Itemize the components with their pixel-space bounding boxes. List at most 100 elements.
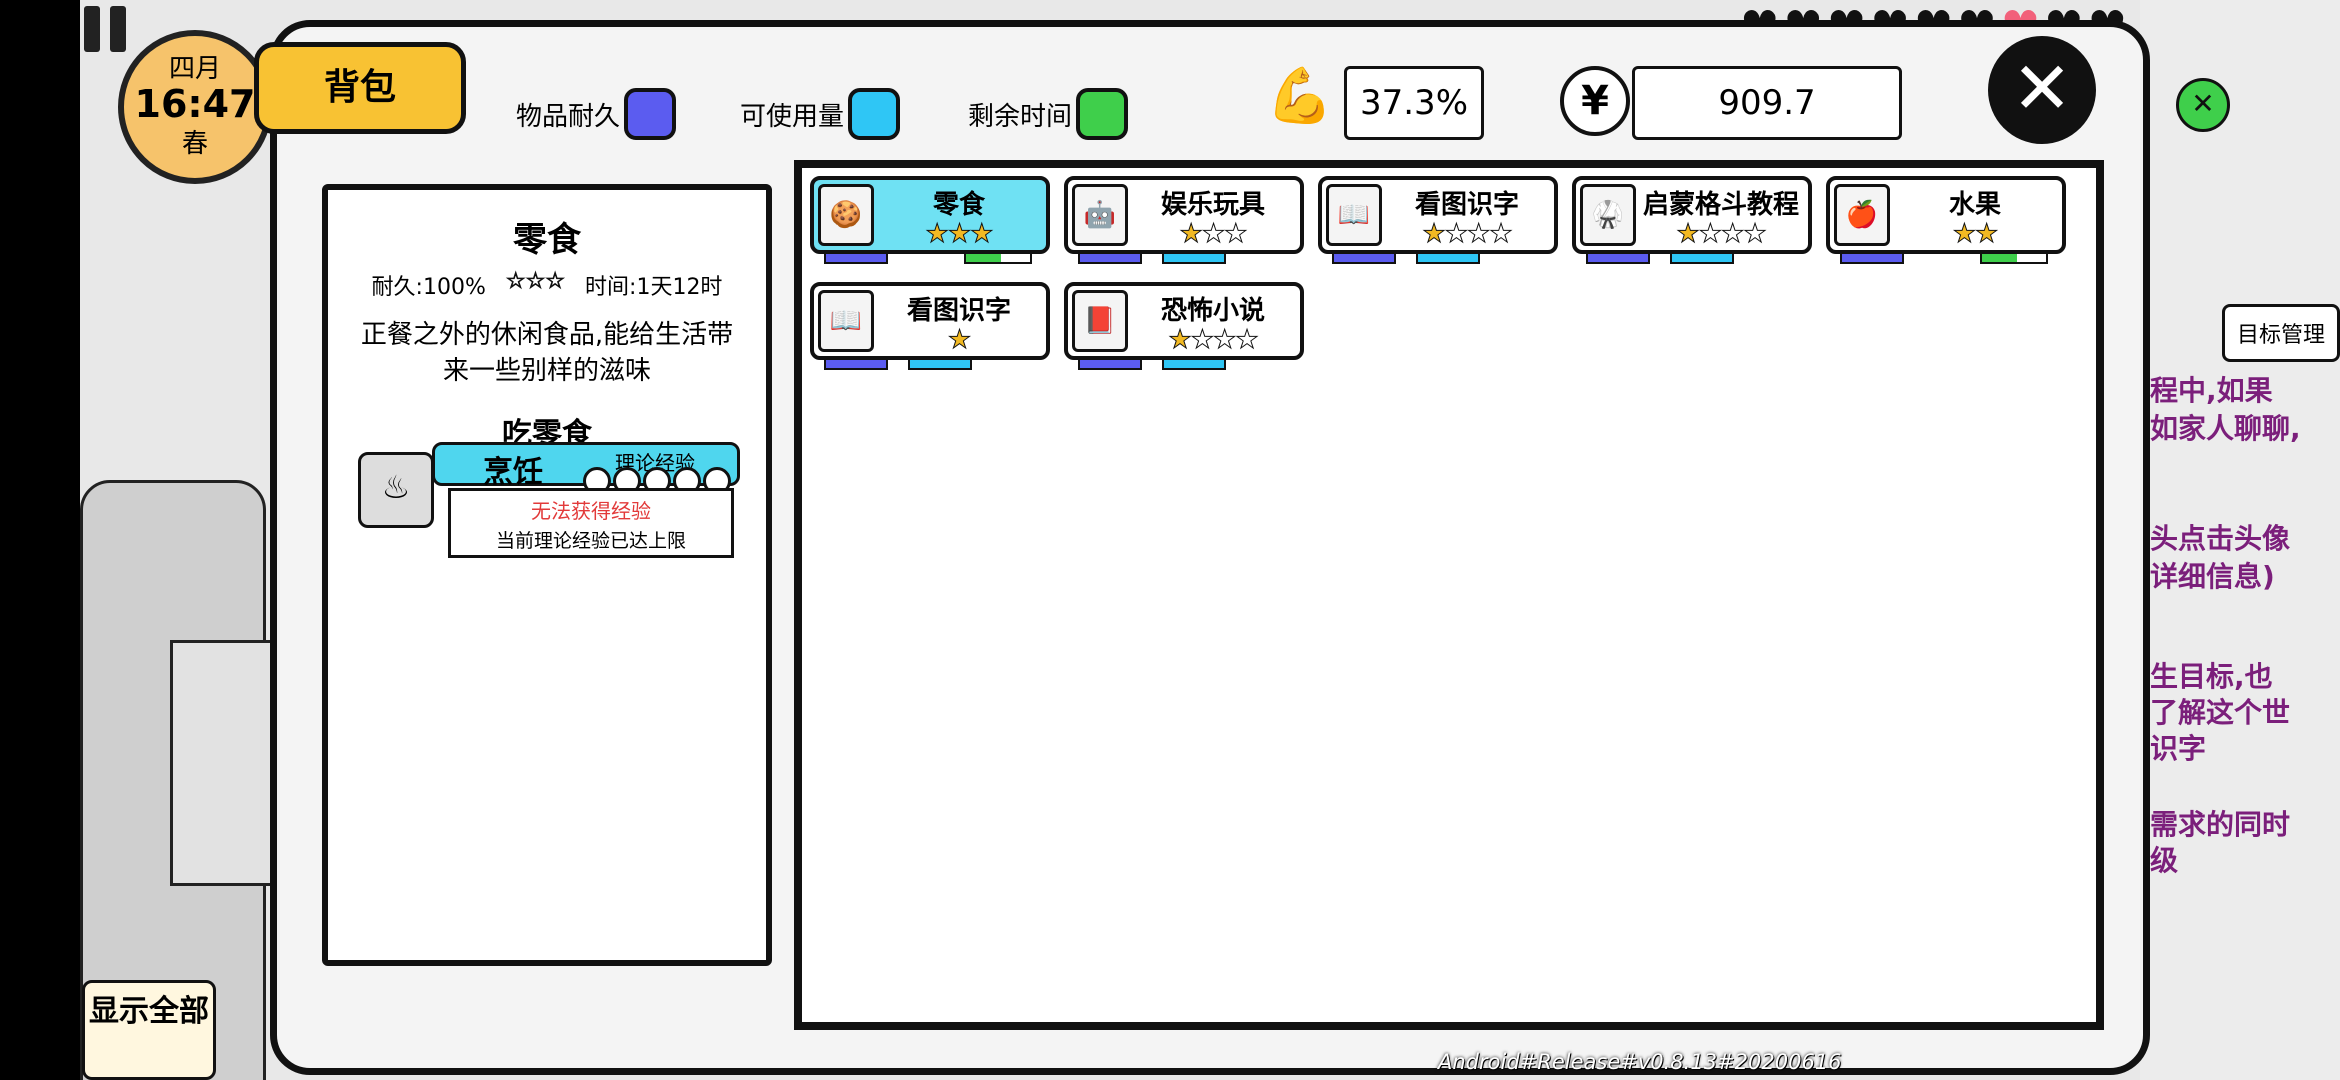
star-icon: ★ — [1224, 219, 1248, 249]
star-icon: ★ — [925, 219, 949, 249]
item-name: 看图识字 — [1414, 190, 1519, 220]
story-text: 头点击头像 — [2150, 522, 2291, 555]
skill-bar: 烹饪 理论经验 — [432, 442, 740, 495]
star-icon: ★ — [947, 325, 971, 355]
legend-swatch — [848, 88, 901, 140]
item-name: 零食 — [932, 190, 985, 220]
horror-novel-icon: 📕 — [1072, 290, 1128, 352]
item-dur-bar — [1078, 252, 1142, 264]
pause-bar-icon — [110, 6, 126, 52]
game-clock: 四月 16:47 春 — [118, 30, 272, 184]
item-use-bar — [1670, 252, 1734, 264]
item-stars: ★★★★ — [1130, 325, 1296, 355]
legend-label: 物品耐久 — [516, 101, 621, 132]
pause-button[interactable] — [84, 6, 152, 58]
apple-icon: 🍎 — [1834, 184, 1890, 246]
story-text: 程中,如果 — [2150, 374, 2273, 407]
item-card[interactable]: 🍪零食★★★ — [810, 176, 1050, 264]
goal-management-button[interactable]: 目标管理 — [2222, 304, 2340, 362]
item-stars: ★★ — [1892, 219, 2058, 249]
item-use-bar — [908, 358, 972, 370]
item-stars: ★★★★ — [1384, 219, 1550, 249]
story-text: 了解这个世 — [2150, 696, 2291, 729]
toy-figure-icon: 🤖 — [1072, 184, 1128, 246]
strength-value: 37.3% — [1344, 66, 1484, 140]
star-icon: ★ — [947, 219, 971, 249]
story-text: 级 — [2150, 844, 2179, 877]
item-stars: ★★★ — [876, 219, 1042, 249]
item-dur-bar — [824, 252, 888, 264]
star-outline-icon: ☆☆☆ — [505, 269, 566, 295]
detail-durability: 耐久:100% — [371, 275, 486, 300]
legend-swatch — [624, 88, 677, 140]
item-name: 水果 — [1948, 190, 2001, 220]
story-text: 生目标,也 — [2150, 660, 2273, 693]
close-button[interactable]: ✕ — [1988, 36, 2096, 144]
item-card[interactable]: 🍎 水果★★ — [1826, 176, 2066, 264]
star-icon: ★ — [1212, 325, 1236, 355]
skill-name: 烹饪 — [483, 455, 543, 490]
exp-note: 当前理论经验已达上限 — [495, 530, 686, 552]
star-icon: ★ — [1676, 219, 1700, 249]
item-detail-panel: 零食 耐久:100% ☆☆☆ 时间:1天12时 正餐之外的休闲食品,能给生活带来… — [322, 184, 772, 966]
picture-book-icon: 📖 — [818, 290, 874, 352]
exp-notice: 无法获得经验 当前理论经验已达上限 — [448, 488, 734, 558]
legend-swatch — [1076, 88, 1129, 140]
item-stars: ★ — [876, 325, 1042, 355]
clock-season: 春 — [181, 129, 208, 159]
legend-durability: 物品耐久 — [516, 88, 677, 140]
star-icon: ★ — [1720, 219, 1744, 249]
fight-manual-icon: 🥋 — [1580, 184, 1636, 246]
story-text: 需求的同时 — [2150, 808, 2291, 841]
cooking-skill-card: ♨ 烹饪 理论经验 无法获得经验 当前理论经验已达上限 — [358, 440, 740, 560]
star-icon: ★ — [1201, 219, 1225, 249]
item-card[interactable]: 🥋启蒙格斗教程★★★★ — [1572, 176, 1812, 264]
exp-warning: 无法获得经验 — [531, 499, 651, 523]
right-side-area — [2140, 0, 2340, 1080]
inventory-grid: 🍪零食★★★🤖娱乐玩具★★★📖看图识字★★★★🥋启蒙格斗教程★★★★🍎水果★★📖… — [794, 160, 2104, 1030]
clock-time: 16:47 — [134, 82, 256, 126]
background-pillar — [170, 640, 276, 886]
item-card[interactable]: 📖看图识字★★★★ — [1318, 176, 1558, 264]
item-card[interactable]: 📕 恐怖小说★★★★ — [1064, 282, 1304, 370]
star-icon: ★ — [1179, 219, 1203, 249]
detail-title: 零食 — [513, 220, 581, 260]
item-use-bar — [1162, 358, 1226, 370]
item-dur-bar — [1332, 252, 1396, 264]
legend-label: 可使用量 — [740, 101, 845, 132]
item-dur-bar — [824, 358, 888, 370]
legend-time: 剩余时间 — [968, 88, 1129, 140]
muscle-icon: 💪 — [1266, 64, 1334, 127]
detail-meta: 耐久:100% ☆☆☆ 时间:1天12时 — [328, 269, 766, 301]
item-dur-bar — [1586, 252, 1650, 264]
bag-tab[interactable]: 背包 — [254, 42, 466, 134]
story-text: 详细信息) — [2150, 560, 2275, 593]
item-card[interactable]: 📖看图识字★ — [810, 282, 1050, 370]
money-value: 909.7 — [1632, 66, 1902, 140]
version-label: Android#Release#v0.8.13#20200616 — [1438, 1050, 1842, 1074]
item-name: 恐怖小说 — [1160, 296, 1265, 326]
legend-usage: 可使用量 — [740, 88, 901, 140]
picture-book-icon: 📖 — [1326, 184, 1382, 246]
story-text: 识字 — [2150, 732, 2207, 765]
show-all-button[interactable]: 显示全部 — [82, 980, 216, 1080]
pause-bar-icon — [84, 6, 100, 52]
star-icon: ★ — [1190, 325, 1214, 355]
star-icon: ★ — [1235, 325, 1259, 355]
item-card[interactable]: 🤖娱乐玩具★★★ — [1064, 176, 1304, 264]
detail-description: 正餐之外的休闲食品,能给生活带来一些别样的滋味 — [360, 320, 734, 386]
snack-jar-icon: 🍪 — [818, 184, 874, 246]
legend-label: 剩余时间 — [968, 101, 1073, 132]
yen-coin-icon: ¥ — [1560, 66, 1630, 136]
star-icon: ★ — [1952, 219, 1976, 249]
star-icon: ★ — [1444, 219, 1468, 249]
detail-time: 时间:1天12时 — [585, 275, 723, 300]
star-icon: ★ — [1489, 219, 1513, 249]
food-icon[interactable]: ✕ — [2176, 78, 2230, 132]
story-text: 如家人聊聊, — [2150, 412, 2301, 445]
item-dur-bar — [1078, 358, 1142, 370]
star-icon: ★ — [1698, 219, 1722, 249]
item-time-bar — [1980, 252, 2048, 264]
star-icon: ★ — [970, 219, 994, 249]
item-use-bar — [1416, 252, 1480, 264]
